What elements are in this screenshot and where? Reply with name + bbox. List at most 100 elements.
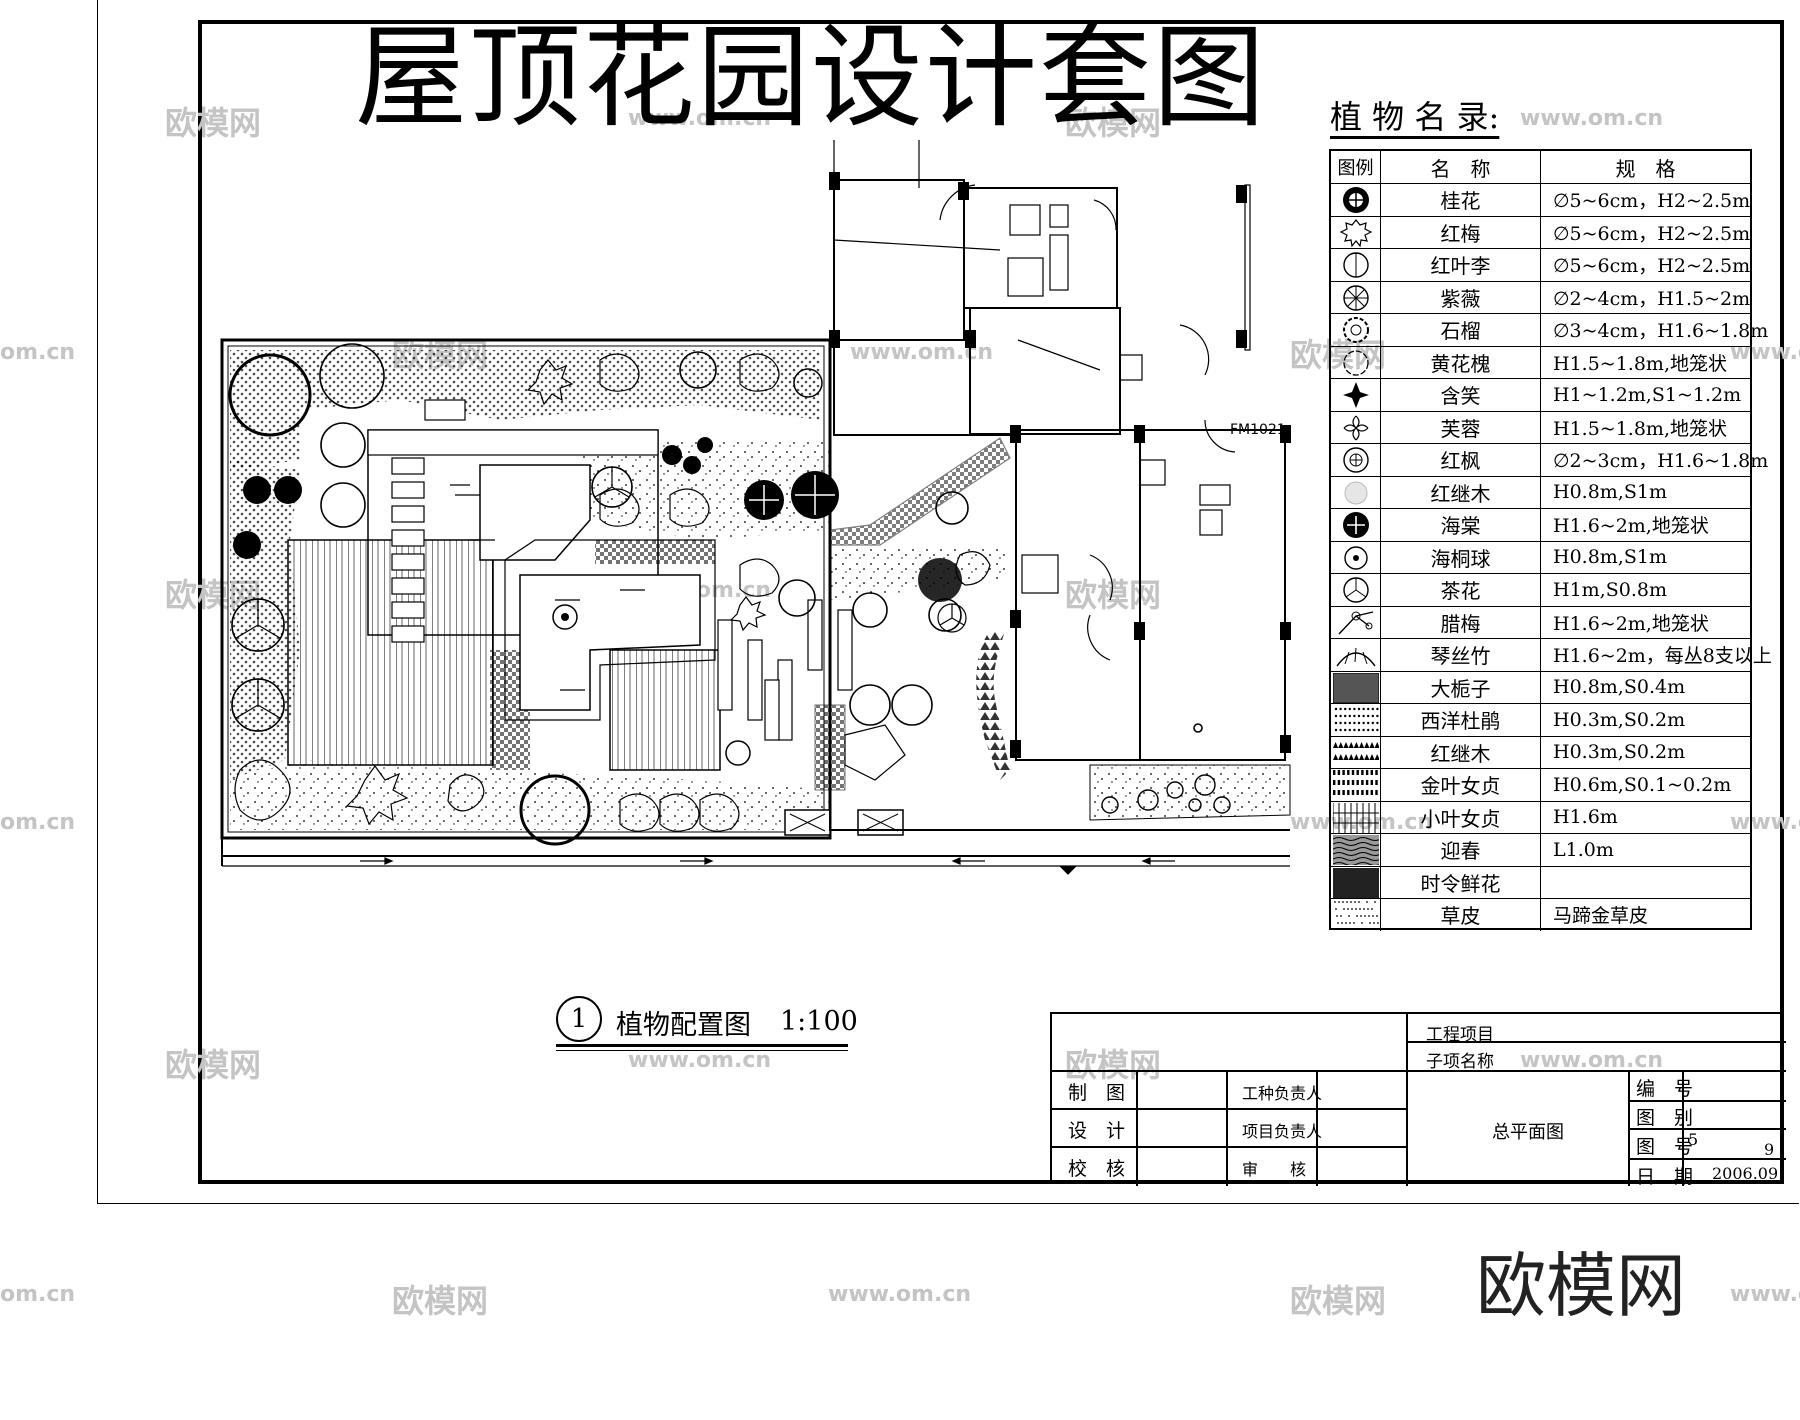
legend-plant-name: 琴丝竹 xyxy=(1381,639,1541,671)
legend-plant-name: 紫薇 xyxy=(1381,281,1541,313)
legend-plant-spec: ∅5~6cm，H2~2.5m xyxy=(1553,222,1751,245)
legend-plant-spec: ∅2~3cm，H1.6~1.8m xyxy=(1553,450,1769,473)
watermark-url: www.om.cn xyxy=(1730,1282,1800,1307)
legend-header-name: 名 称 xyxy=(1381,151,1541,183)
drafter-label: 制 图 xyxy=(1068,1082,1126,1104)
legend-symbol-icon xyxy=(1331,574,1381,606)
legend-plant-name: 腊梅 xyxy=(1381,606,1541,638)
date-label: 日 期 xyxy=(1636,1166,1694,1188)
sheet-total-value: 9 xyxy=(1764,1140,1775,1159)
legend-plant-name: 小叶女贞 xyxy=(1381,801,1541,833)
legend-header-symbol: 图例 xyxy=(1331,151,1381,183)
discipline-lead-label: 工种负责人 xyxy=(1242,1084,1323,1103)
watermark-brand: 欧模网 xyxy=(1065,104,1162,142)
watermark-url-fragment: om.cn xyxy=(0,1282,76,1307)
legend-plant-name: 茶花 xyxy=(1381,574,1541,606)
legend-plant-name: 海桐球 xyxy=(1381,541,1541,573)
legend-symbol-icon xyxy=(1331,184,1381,216)
legend-plant-spec xyxy=(1541,867,1750,899)
legend-plant-spec: H0.6m,S0.1~0.2m xyxy=(1553,773,1732,796)
legend-row: 红枫 ∅2~3cm，H1.6~1.8m xyxy=(1331,443,1769,476)
watermark-brand: 欧模网 xyxy=(1290,1282,1387,1320)
legend-plant-spec: H1.6~2m，每丛8支以上 xyxy=(1553,645,1772,668)
legend-plant-spec: H1m,S0.8m xyxy=(1553,578,1667,601)
legend-plant-name: 迎春 xyxy=(1381,834,1541,866)
legend-plant-name: 桂花 xyxy=(1381,184,1541,216)
legend-symbol-icon xyxy=(1331,444,1381,476)
legend-symbol-icon xyxy=(1331,249,1381,281)
legend-title: 植 物 名 录: xyxy=(1330,98,1500,136)
legend-plant-name: 大栀子 xyxy=(1381,671,1541,703)
date-value: 2006.09 xyxy=(1712,1164,1779,1183)
legend-symbol-icon xyxy=(1331,639,1381,671)
legend-row: 草皮马蹄金草皮 xyxy=(1331,898,1750,931)
legend-plant-spec: ∅3~4cm，H1.6~1.8m xyxy=(1553,320,1769,343)
figure-scale: 1:100 xyxy=(780,1006,858,1037)
figure-label: 植物配置图 xyxy=(616,1010,751,1041)
legend-plant-name: 草皮 xyxy=(1381,899,1541,931)
legend-plant-name: 石榴 xyxy=(1381,314,1541,346)
subitem-label: 子项名称 xyxy=(1426,1052,1494,1072)
watermark-url: www.om.cn xyxy=(628,1048,772,1073)
legend-symbol-icon xyxy=(1331,899,1381,931)
legend-symbol-icon xyxy=(1331,509,1381,541)
watermark-url: www.om.cn xyxy=(628,106,772,131)
legend-plant-spec: L1.0m xyxy=(1553,838,1614,861)
legend-symbol-icon xyxy=(1331,671,1381,703)
category-label: 图 别 xyxy=(1636,1107,1694,1129)
project-lead-label: 项目负责人 xyxy=(1242,1122,1323,1141)
number-label: 编 号 xyxy=(1636,1078,1694,1100)
legend-plant-name: 海棠 xyxy=(1381,509,1541,541)
legend-row: 石榴 ∅3~4cm，H1.6~1.8m xyxy=(1331,313,1769,346)
legend-plant-spec: H0.3m,S0.2m xyxy=(1553,708,1686,731)
legend-plant-spec: H1~1.2m,S1~1.2m xyxy=(1553,383,1742,406)
watermark-brand: 欧模网 xyxy=(392,1282,489,1320)
caption-underline xyxy=(556,1044,848,1047)
legend-symbol-icon xyxy=(1331,346,1381,378)
legend-row: 含笑 H1~1.2m,S1~1.2m xyxy=(1331,378,1750,411)
legend-plant-name: 含笑 xyxy=(1381,379,1541,411)
legend-row: 茶花 H1m,S0.8m xyxy=(1331,573,1750,606)
legend-row: 迎春 L1.0m xyxy=(1331,833,1750,866)
project-label: 工程项目 xyxy=(1426,1025,1494,1045)
drawing-title: 屋顶花园设计套图 xyxy=(355,13,1267,143)
reviewer-label: 审 核 xyxy=(1242,1160,1307,1179)
watermark-url-fragment: om.cn xyxy=(0,810,76,835)
legend-symbol-icon xyxy=(1331,541,1381,573)
legend-plant-spec: H0.8m,S1m xyxy=(1553,481,1667,504)
legend-symbol-icon xyxy=(1331,736,1381,768)
checker-label: 校 核 xyxy=(1068,1158,1126,1180)
legend-plant-name: 红枫 xyxy=(1381,444,1541,476)
brand-logo-text: 欧模网 xyxy=(1476,1245,1686,1327)
watermark-url: www.om.cn xyxy=(1730,340,1800,365)
legend-symbol-icon xyxy=(1331,704,1381,736)
legend-symbol-icon xyxy=(1331,314,1381,346)
site-plan-drawing: FM1021 xyxy=(220,140,1291,875)
legend-plant-spec: H0.3m,S0.2m xyxy=(1553,741,1686,764)
watermark-url-fragment: om.cn xyxy=(0,340,76,365)
legend-plant-name: 金叶女贞 xyxy=(1381,769,1541,801)
legend-plant-spec: ∅2~4cm，H1.5~2m xyxy=(1553,287,1751,310)
sheet-number-value: 5 xyxy=(1688,1130,1699,1149)
legend-plant-spec: ∅5~6cm，H2~2.5m xyxy=(1553,190,1751,213)
watermark-brand: 欧模网 xyxy=(1065,1046,1162,1084)
legend-symbol-icon xyxy=(1331,216,1381,248)
legend-row: 时令鲜花 xyxy=(1331,865,1750,899)
drawing-frame xyxy=(198,20,1784,1184)
legend-symbol-icon xyxy=(1331,379,1381,411)
watermark-brand: 欧模网 xyxy=(165,104,262,142)
legend-row: 大栀子 H0.8m,S0.4m xyxy=(1331,670,1750,703)
legend-plant-spec: H0.8m,S0.4m xyxy=(1553,676,1686,699)
legend-symbol-icon xyxy=(1331,606,1381,638)
legend-plant-name: 时令鲜花 xyxy=(1381,866,1541,898)
